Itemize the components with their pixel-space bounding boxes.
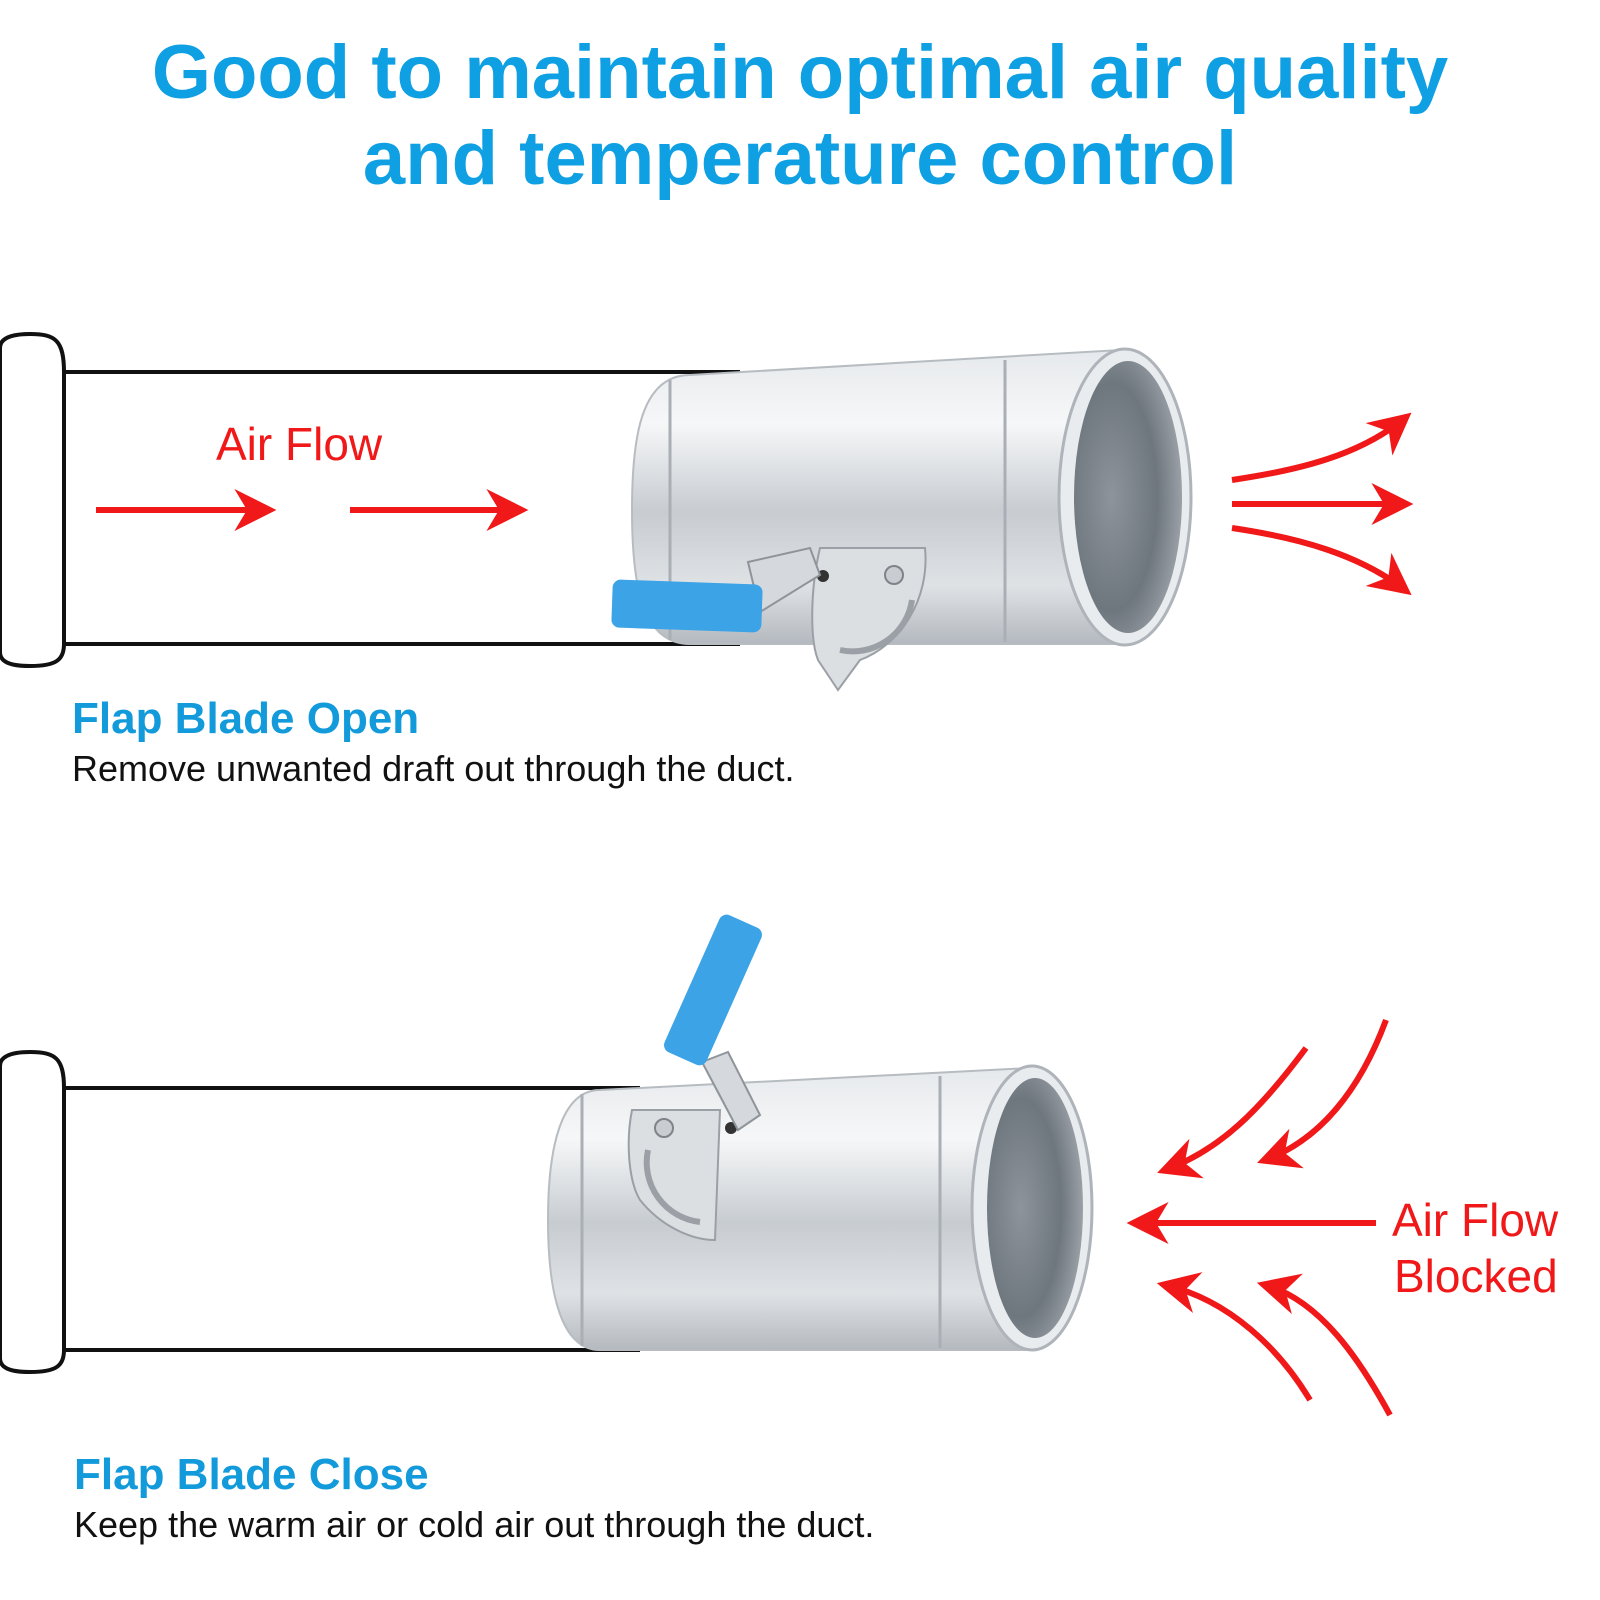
flap-open-title: Flap Blade Open xyxy=(72,694,420,743)
duct-closed xyxy=(0,1049,640,1375)
flap-close-title: Flap Blade Close xyxy=(74,1450,429,1499)
headline-line-1: Good to maintain optimal air quality xyxy=(151,30,1449,115)
damper-open xyxy=(611,347,1193,692)
arrow-down-left-icon xyxy=(1257,1018,1389,1169)
air-flow-arrows-out xyxy=(1231,412,1414,596)
air-flow-blocked-label-line-1: Air Flow xyxy=(1392,1194,1559,1246)
headline-line-2: and temperature control xyxy=(362,116,1238,201)
arrow-down-right-icon xyxy=(1231,525,1412,596)
duct-open xyxy=(0,331,740,669)
air-flow-blocked-label-line-2: Blocked xyxy=(1394,1250,1558,1302)
air-flow-label: Air Flow xyxy=(216,418,383,470)
wing-nut-icon xyxy=(884,565,904,585)
arrow-up-left-icon xyxy=(1156,1272,1313,1402)
air-flow-blocked-arrows xyxy=(1126,1018,1393,1417)
damper-closed-quadrant-plate xyxy=(627,1109,722,1242)
damper-open-handle xyxy=(611,579,763,633)
duct-closed-end-cap xyxy=(0,1049,66,1375)
arrow-down-left-icon xyxy=(1157,1046,1309,1179)
wing-nut-icon xyxy=(654,1118,674,1138)
damper-closed-handle xyxy=(664,914,762,1066)
flap-close-description: Keep the warm air or cold air out throug… xyxy=(74,1504,875,1545)
duct-open-end-cap xyxy=(0,331,66,669)
damper-closed xyxy=(546,914,1094,1352)
arrow-up-right-icon xyxy=(1231,412,1412,483)
arrow-up-left-icon xyxy=(1256,1273,1393,1417)
flap-open-description: Remove unwanted draft out through the du… xyxy=(72,748,795,789)
